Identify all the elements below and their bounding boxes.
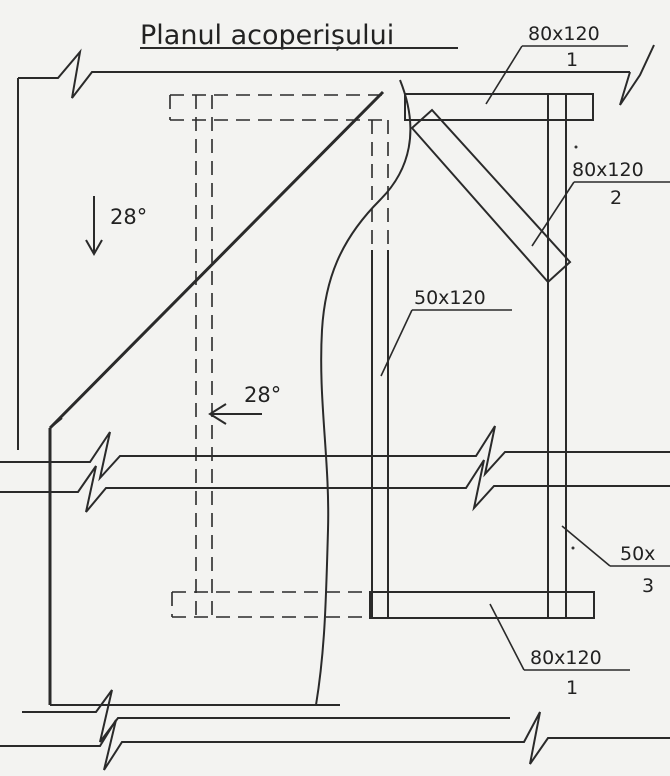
hidden-post-left [195, 95, 213, 615]
label-side-beam-num: 3 [642, 575, 654, 597]
leader-bottom-beam [489, 603, 630, 671]
middle-wall-line-lower [0, 459, 670, 513]
speck-mark [574, 145, 578, 149]
top-beam-80x120 [404, 93, 594, 121]
hidden-beam-top [169, 94, 385, 121]
label-bottom-beam-size: 80x120 [530, 647, 602, 669]
label-brace-size: 80x120 [572, 159, 644, 181]
label-top-beam-size: 80x120 [528, 23, 600, 45]
leader-brace [531, 181, 670, 247]
middle-wall-line-upper [0, 425, 670, 482]
label-bottom-beam-num: 1 [566, 677, 578, 699]
leader-top-beam [485, 45, 628, 105]
label-post-size: 50x120 [414, 287, 486, 309]
angle-label-vertical: 28° [110, 205, 147, 229]
post-left-50x120 [371, 250, 389, 618]
leader-post [380, 309, 512, 377]
section-cut-line [315, 79, 412, 706]
bottom-beam-80x120 [369, 591, 595, 619]
label-brace-num: 2 [610, 187, 622, 209]
hidden-post-right [371, 120, 389, 250]
slope-end-tick [49, 417, 63, 429]
angle-arrow-vertical [85, 196, 103, 257]
bottom-wall-line [0, 689, 670, 771]
angle-arrow-horizontal [208, 403, 262, 425]
diagram-title: Planul acoperișului [140, 20, 394, 51]
label-top-beam-num: 1 [566, 49, 578, 71]
top-wall-line [17, 44, 655, 106]
diagonal-brace-80x120 [410, 108, 572, 284]
leader-side-beam [561, 525, 670, 567]
post-right-50x [547, 94, 567, 618]
label-side-beam-size: 50x [620, 543, 655, 565]
roof-slope-line [48, 90, 385, 430]
speck-mark [571, 546, 575, 550]
angle-label-horizontal: 28° [244, 383, 281, 407]
hidden-beam-bottom [171, 591, 372, 618]
